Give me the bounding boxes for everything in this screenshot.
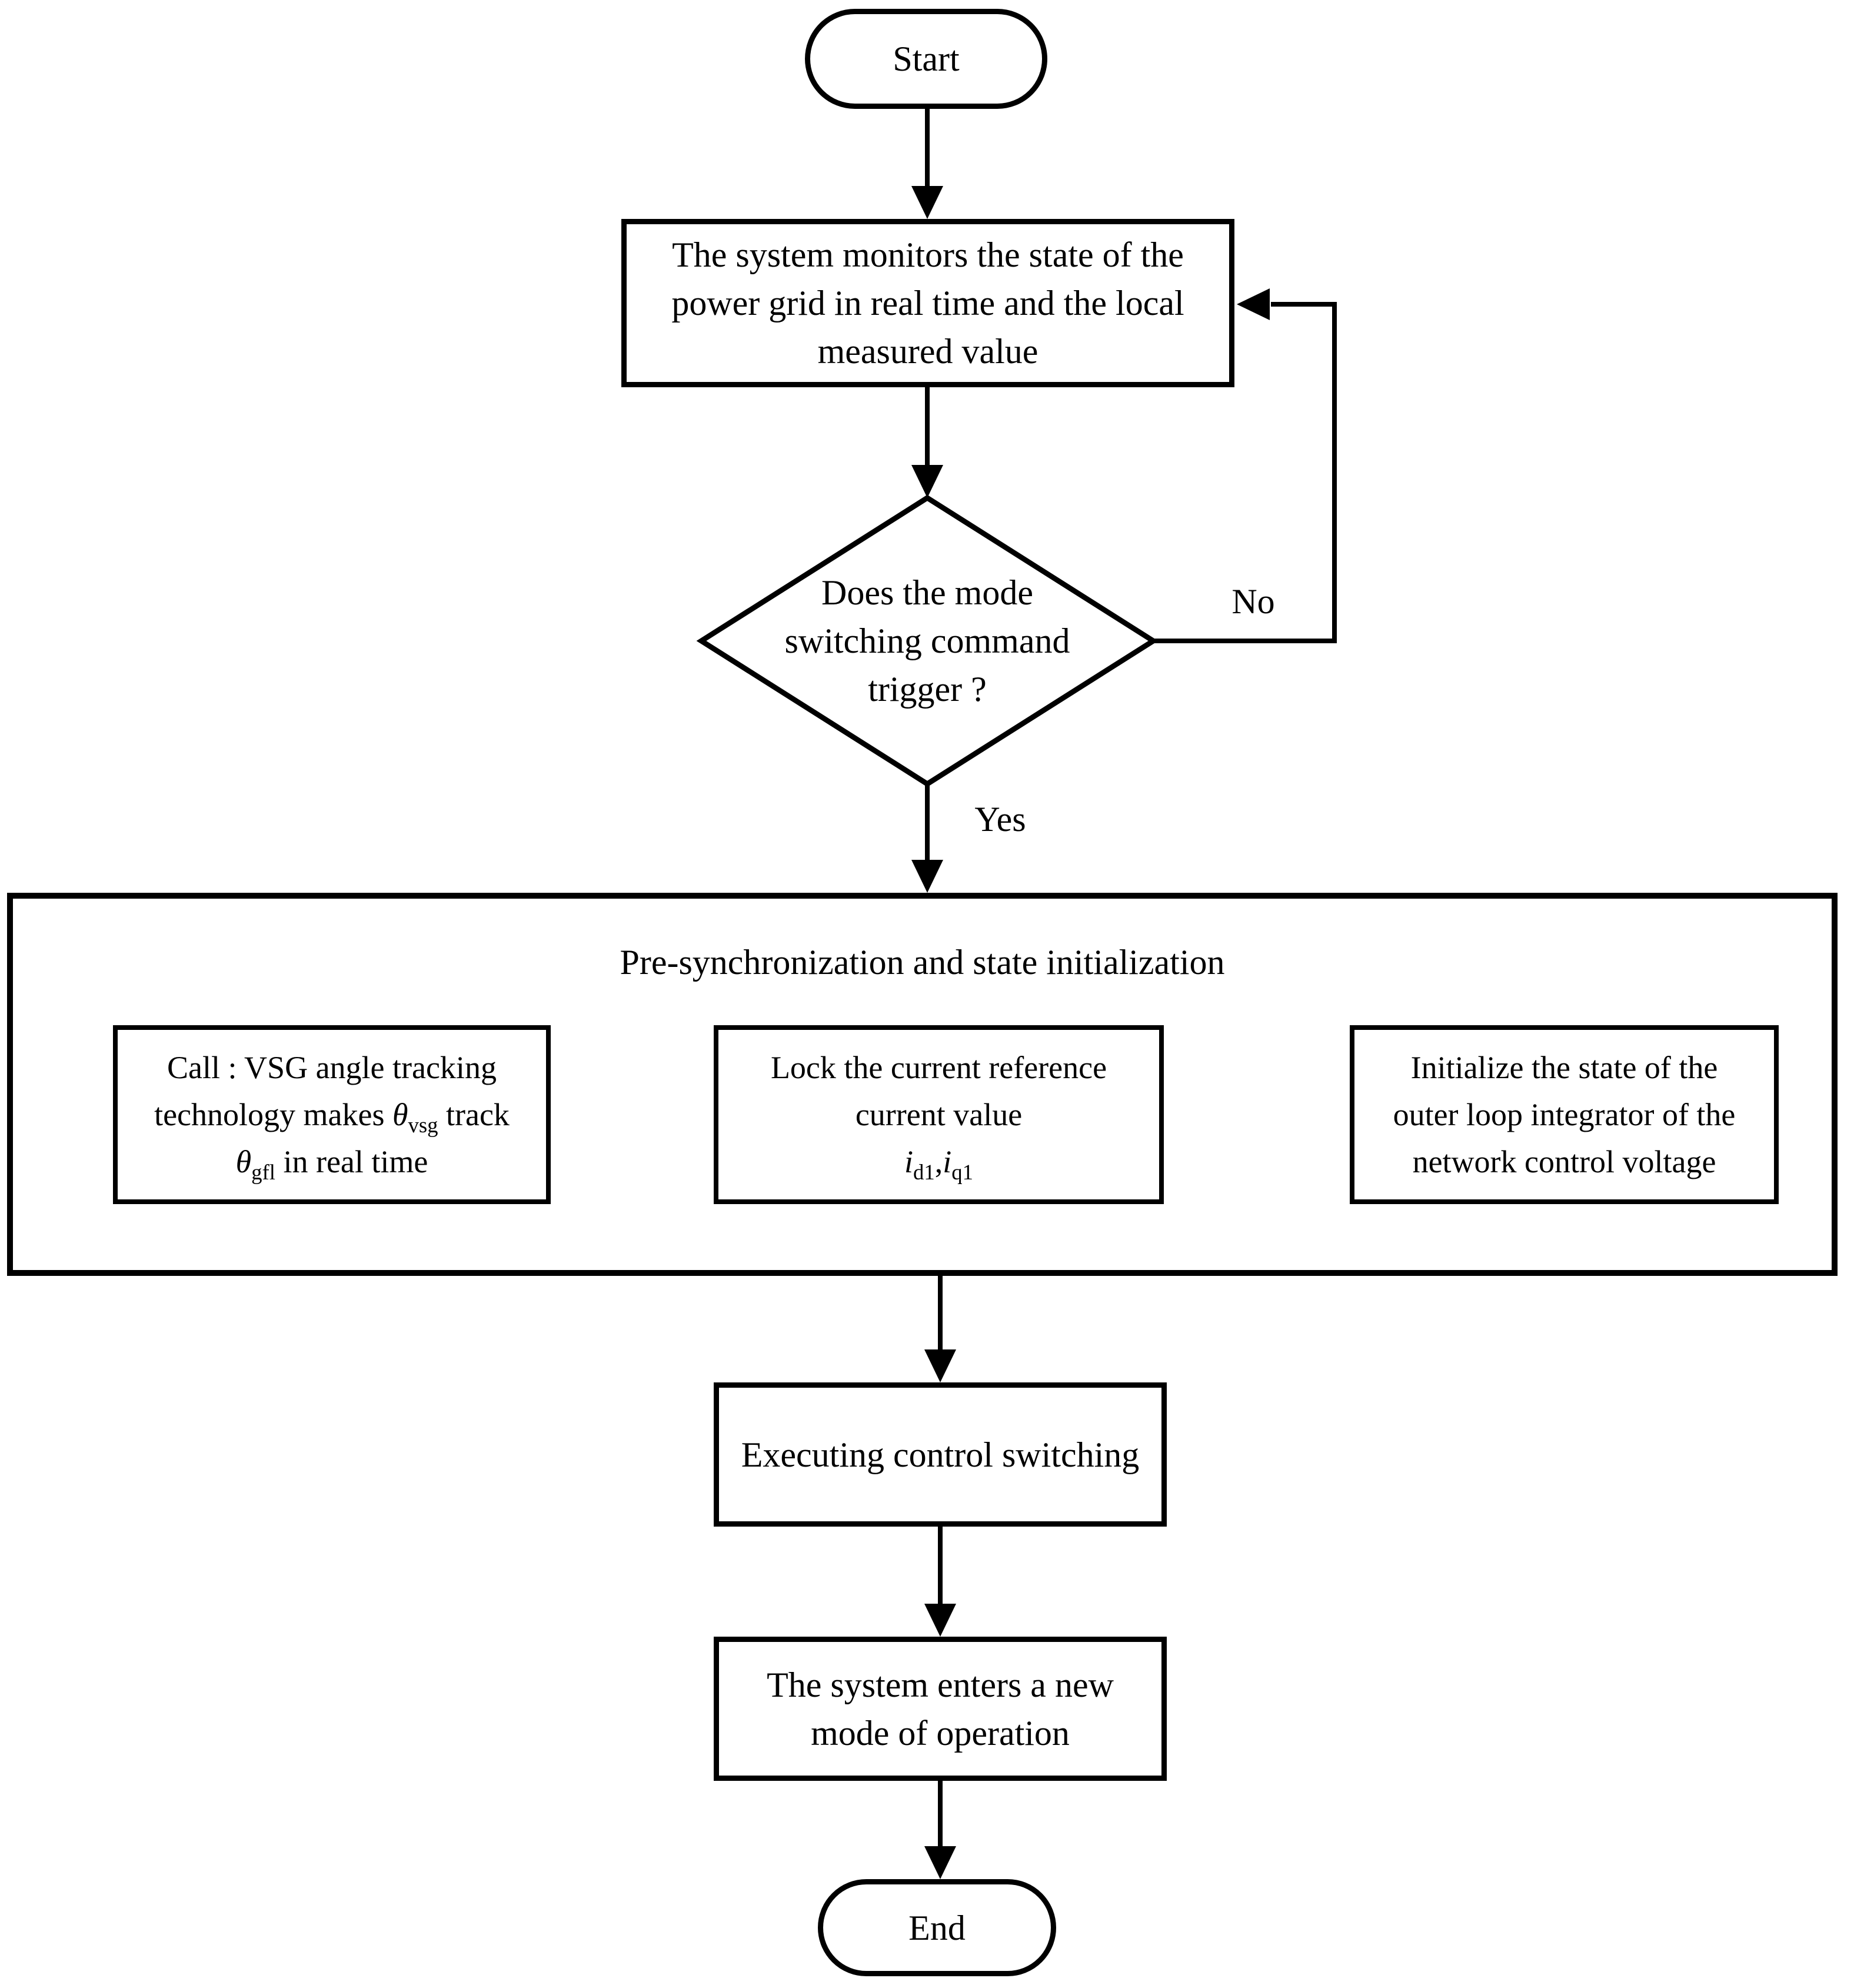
monitor-text: The system monitors the state of the pow… [671, 235, 1184, 371]
vsg-tracking-box: Call : VSG angle tracking technology mak… [113, 1025, 551, 1204]
decision-question: Does the mode switching command trigger … [784, 573, 1070, 709]
executing-process-box: Executing control switching [714, 1382, 1167, 1527]
decision-text: Does the mode switching command trigger … [751, 558, 1104, 724]
monitor-process-box: The system monitors the state of the pow… [621, 219, 1234, 387]
current-i-symbol: i [943, 1144, 952, 1179]
executing-text: Executing control switching [741, 1435, 1140, 1474]
init-integrator-box: Initialize the state of the outer loop i… [1350, 1025, 1779, 1204]
init-integrator-text: Initialize the state of the outer loop i… [1393, 1050, 1736, 1179]
new-mode-process-box: The system enters a new mode of operatio… [714, 1637, 1167, 1781]
theta-symbol: θ [392, 1097, 408, 1132]
arrow-newmode-to-end-arrowhead [924, 1846, 956, 1879]
current-d1-subscript: d1 [913, 1159, 935, 1184]
presync-title: Pre-synchronization and state initializa… [620, 943, 1225, 982]
current-reference-symbols: id1,iq1 [904, 1144, 973, 1184]
no-loop-line [1153, 302, 1337, 643]
theta-symbol: θ [235, 1144, 252, 1179]
start-terminator: Start [805, 9, 1047, 109]
yes-label: Yes [974, 800, 1026, 839]
arrow-presync-to-executing-arrowhead [924, 1349, 956, 1382]
new-mode-text: The system enters a new mode of operatio… [767, 1665, 1114, 1753]
arrow-executing-to-newmode-arrowhead [924, 1604, 956, 1637]
end-label: End [908, 1908, 966, 1947]
theta-gfl-subscript: gfl [251, 1159, 275, 1184]
lock-current-box: Lock the current reference current value… [714, 1025, 1164, 1204]
vsg-tracking-text: Call : VSG angle tracking technology mak… [154, 1050, 510, 1184]
arrow-yes-to-presync-arrowhead [911, 860, 943, 893]
no-loop-arrowhead [1237, 288, 1270, 320]
theta-vsg-subscript: vsg [408, 1112, 438, 1137]
arrow-monitor-to-decision-arrowhead [911, 465, 943, 498]
end-terminator: End [818, 1879, 1056, 1976]
arrow-start-to-monitor-arrowhead [911, 186, 943, 219]
current-q1-subscript: q1 [951, 1159, 973, 1184]
no-label: No [1231, 582, 1275, 621]
current-i-symbol: i [904, 1144, 914, 1179]
start-label: Start [893, 39, 960, 78]
lock-current-text: Lock the current reference current value… [771, 1044, 1107, 1185]
